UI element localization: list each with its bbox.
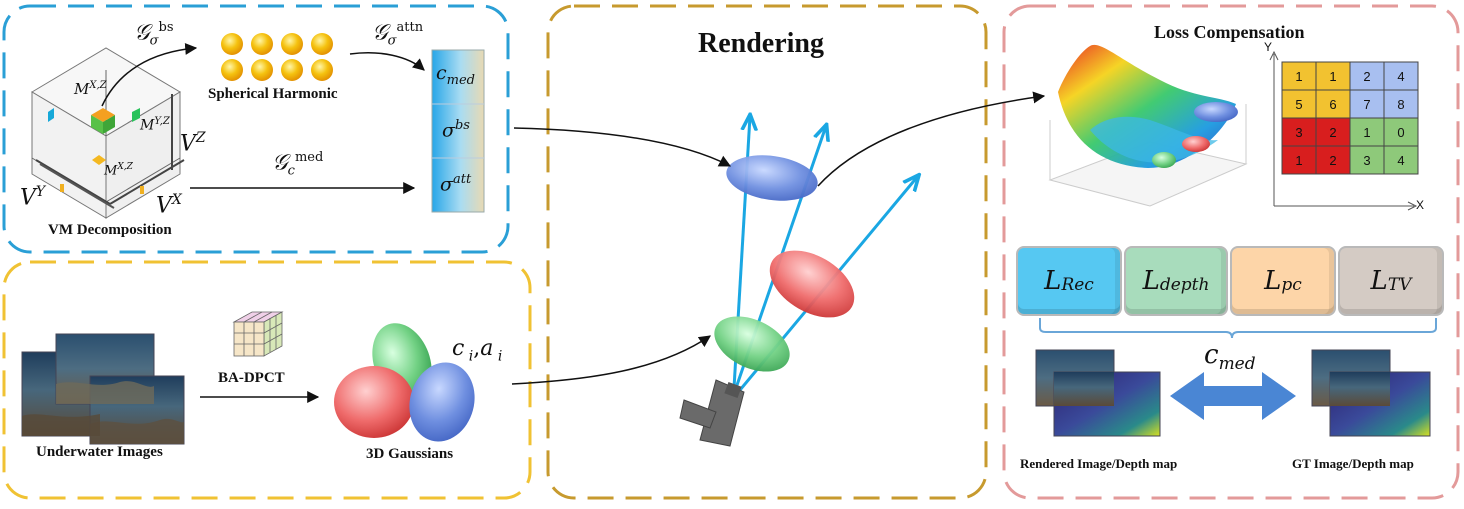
input-panel-border <box>2 260 532 500</box>
vm-decomposition-label: VM Decomposition <box>48 222 172 238</box>
arrow-cube-to-sh <box>101 42 198 107</box>
stack-sigma-bs: σbs <box>442 118 470 142</box>
grid-cell <box>1349 145 1385 175</box>
loss-panel-border <box>1002 4 1460 500</box>
rendering-title: Rendering <box>698 28 824 59</box>
cmed-compare-label: cmed <box>1204 340 1256 375</box>
underwater-images <box>21 333 185 445</box>
ba-dpct-label: BA-DPCT <box>218 370 285 386</box>
vx-label: VX <box>156 192 182 219</box>
grid-cell-value: 8 <box>1397 97 1404 112</box>
ba-dpct-cube <box>232 311 284 357</box>
param-stack <box>431 49 485 213</box>
grid-cell-value: 2 <box>1329 153 1336 168</box>
grid-cell <box>1315 145 1351 175</box>
grid-cell-value: 0 <box>1397 125 1404 140</box>
grid-cell-value: 7 <box>1363 97 1370 112</box>
vm-center-cube <box>48 108 144 194</box>
ci-ai-label: c i,a i <box>452 336 503 365</box>
arrow-gaussians-to-render <box>511 335 711 385</box>
g-bs-label: 𝒢σbs <box>134 20 174 49</box>
grid-axes <box>1269 50 1418 211</box>
grid-cell-value: 4 <box>1397 153 1404 168</box>
render-red-gaussian <box>769 250 855 318</box>
mxz-top-label: MX,Z <box>74 80 107 98</box>
gt-image-label: GT Image/Depth map <box>1292 456 1414 471</box>
vy-label: VY <box>20 184 46 211</box>
grid-cell-value: 3 <box>1295 125 1302 140</box>
rendered-image-label: Rendered Image/Depth map <box>1020 456 1178 471</box>
gt-image-depth <box>1311 349 1431 437</box>
grid-cell-value: 1 <box>1295 69 1302 84</box>
arrow-stack-to-render <box>513 127 732 167</box>
grid-cell <box>1281 145 1317 175</box>
grid-cell-value: 6 <box>1329 97 1336 112</box>
stack-sigma-att: σatt <box>440 172 472 196</box>
grid-cell <box>1281 117 1317 147</box>
grid-cell <box>1383 89 1419 119</box>
grid-cells: 1 1 2 4 5 6 7 8 3 2 1 0 1 2 3 4 <box>1281 61 1419 175</box>
g-attn-label: 𝒢σattn <box>372 20 424 49</box>
loss-compensation-title: Loss Compensation <box>1154 22 1305 42</box>
arrow-sh-to-stack <box>349 52 425 71</box>
grid-cell <box>1383 145 1419 175</box>
grid-y-axis-label: Y <box>1264 40 1273 54</box>
myz-label: MY,Z <box>140 116 170 134</box>
loss-surface-plot <box>1048 44 1248 207</box>
grid-cell <box>1349 117 1385 147</box>
spherical-harmonic-balls <box>221 33 333 81</box>
gaussians-3d <box>334 323 475 442</box>
render-panel-border <box>546 4 988 500</box>
grid-cell <box>1383 117 1419 147</box>
grid-cell-value: 3 <box>1363 153 1370 168</box>
grid-x-axis-label: X <box>1416 198 1425 212</box>
mxz-bottom-label: MX,Z <box>104 162 133 179</box>
render-blue-gaussian <box>726 155 818 201</box>
spherical-harmonic-label: Spherical Harmonic <box>208 86 338 102</box>
grid-cell-value: 2 <box>1363 69 1370 84</box>
camera-icon <box>679 379 745 447</box>
grid-cell-value: 2 <box>1329 125 1336 140</box>
vm-panel-border <box>2 4 510 254</box>
underwater-images-label: Underwater Images <box>36 444 163 460</box>
grid-cell-value: 1 <box>1363 125 1370 140</box>
compare-double-arrow <box>1170 372 1296 420</box>
g-med-label: 𝒢cmed <box>272 150 324 179</box>
grid-cell-value: 5 <box>1295 97 1302 112</box>
gaussians-3d-label: 3D Gaussians <box>366 446 454 462</box>
loss-bracket <box>1039 318 1437 339</box>
render-green-gaussian <box>714 316 790 372</box>
rendered-image-depth <box>1035 349 1161 437</box>
arrow-render-to-loss <box>817 91 1046 187</box>
vz-label: VZ <box>180 130 206 157</box>
grid-cell-value: 1 <box>1329 69 1336 84</box>
grid-cell-value: 4 <box>1397 69 1404 84</box>
vm-cube <box>31 47 185 219</box>
grid-cell-value: 1 <box>1295 153 1302 168</box>
stack-cmed: cmed <box>436 62 475 88</box>
